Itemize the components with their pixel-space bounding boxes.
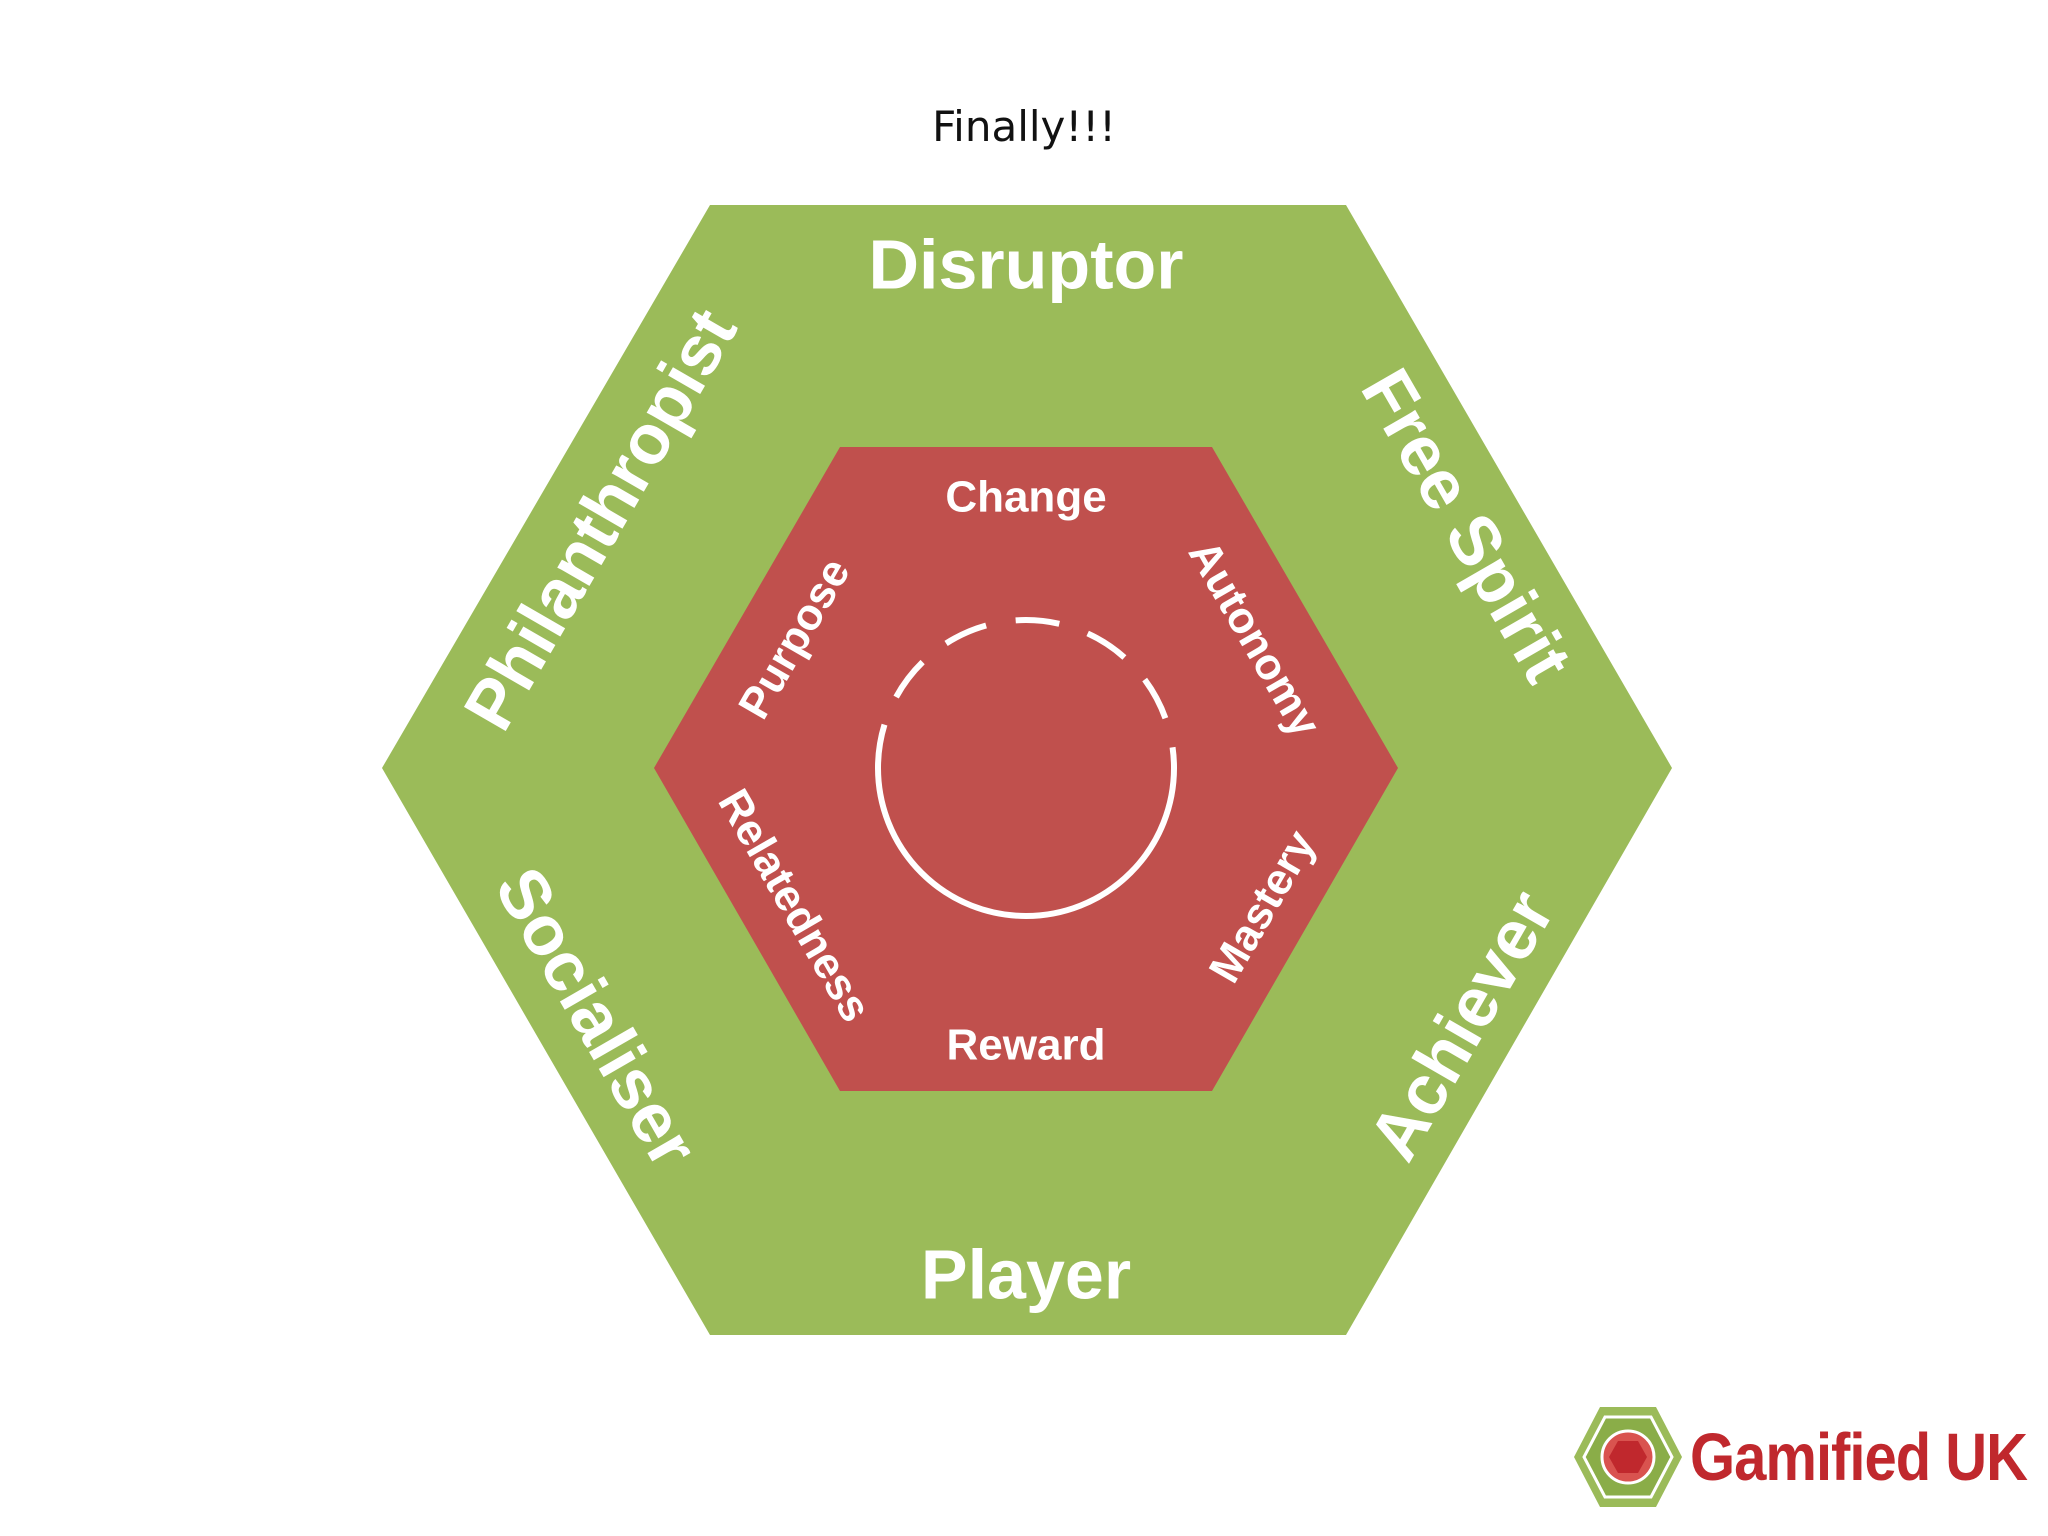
label-player: Player bbox=[921, 1235, 1131, 1313]
inner-hexagon bbox=[654, 447, 1398, 1091]
gamified-hexagon-icon bbox=[1574, 1407, 1682, 1507]
label-reward: Reward bbox=[947, 1021, 1106, 1070]
center-circle-solid bbox=[875, 767, 1177, 919]
label-change: Change bbox=[945, 473, 1106, 522]
label-disruptor: Disruptor bbox=[869, 225, 1184, 303]
gamified-uk-logo: Gamified UK bbox=[1572, 1402, 2028, 1512]
slide-title: Finally!!! bbox=[932, 102, 1116, 151]
center-circle-dashed bbox=[875, 617, 1177, 769]
logo-text: Gamified UK bbox=[1690, 1419, 2028, 1495]
